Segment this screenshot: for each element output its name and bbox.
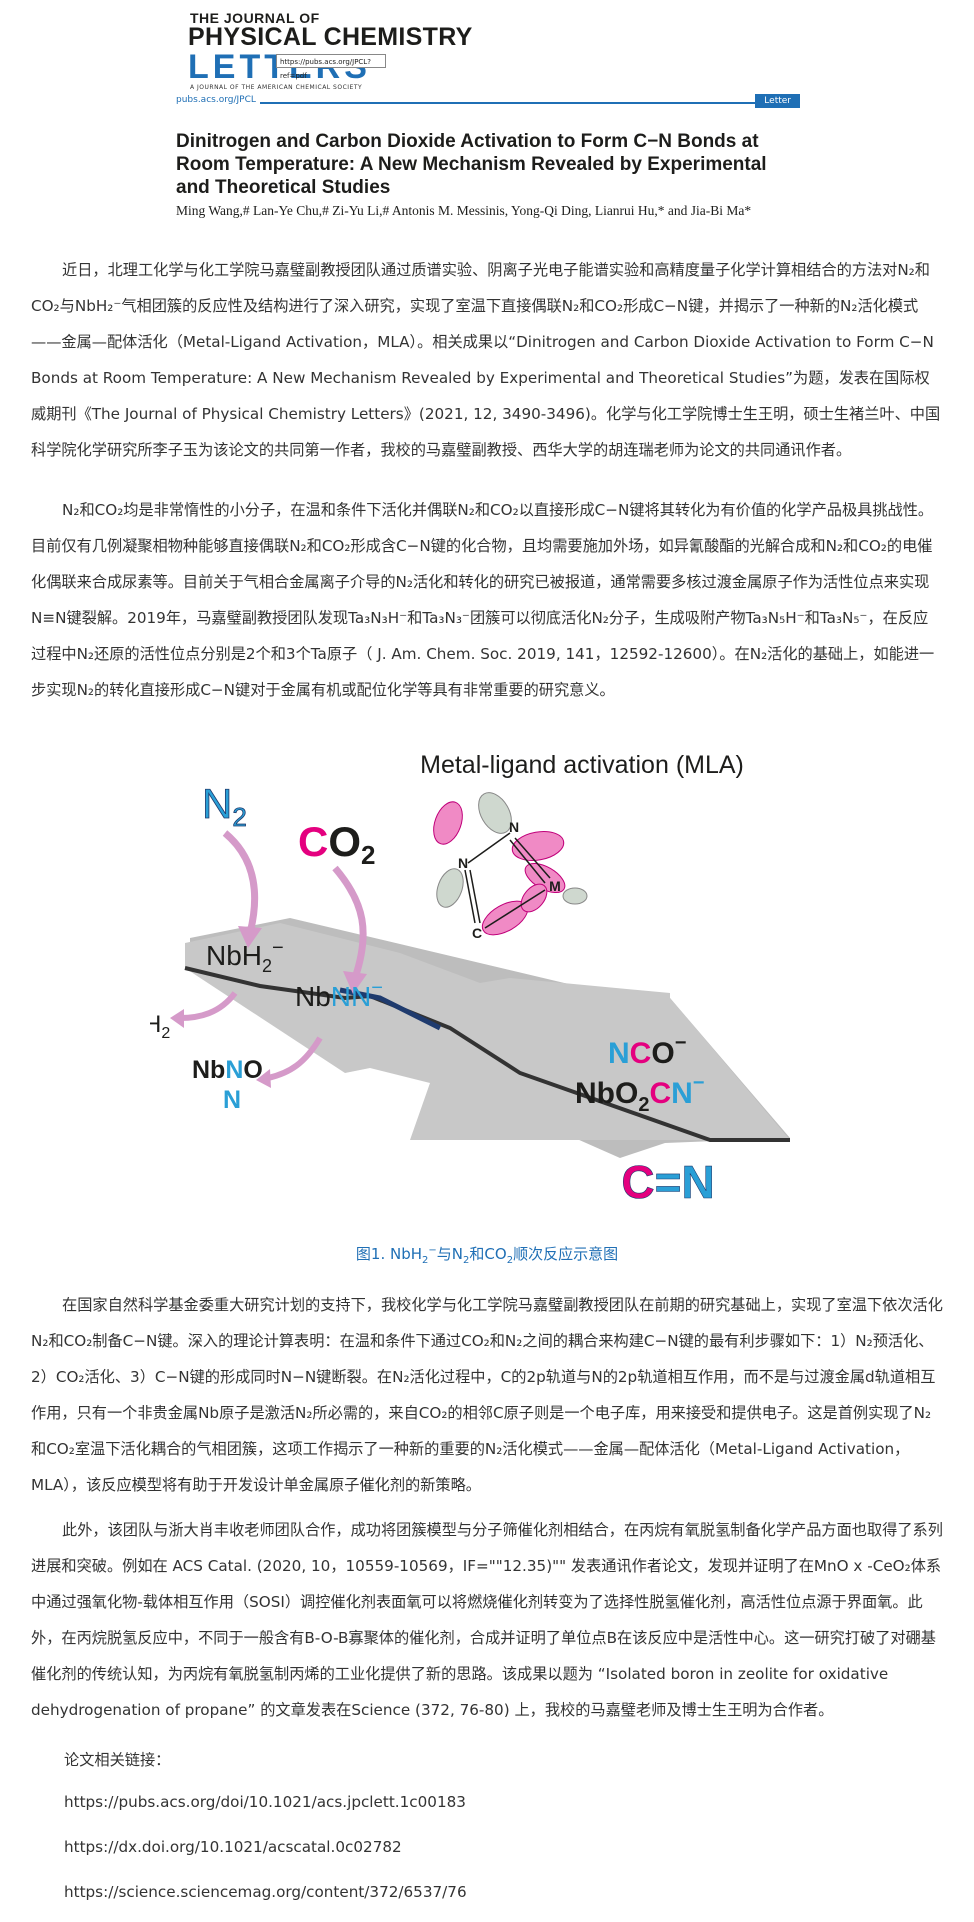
ring-atom-n-top: N xyxy=(509,819,519,835)
journal-uri[interactable]: pubs.acs.org/JPCL xyxy=(176,95,260,105)
paper-title-line: and Theoretical Studies xyxy=(176,177,391,198)
orbital-lobe xyxy=(478,792,512,834)
article-paragraph-2: N₂和CO₂均是非常惰性的小分子，在温和条件下活化并偶联N₂和CO₂以直接形成C… xyxy=(31,501,935,699)
ring-atom-c: C xyxy=(472,925,482,941)
article-paragraph-4: 此外，该团队与浙大肖丰收老师团队合作，成功将团簇模型与分子筛催化剂相结合，在丙烷… xyxy=(31,1521,943,1719)
reaction-arrow-body xyxy=(185,923,790,1140)
link-acscatal[interactable]: https://dx.doi.org/10.1021/acscatal.0c02… xyxy=(64,1838,402,1856)
nbh2-symbol: NbH xyxy=(206,940,262,971)
journal-rule xyxy=(176,102,800,104)
url-tooltip: https://pubs.acs.org/JPCL?ref=pdf xyxy=(276,54,386,80)
paper-title: Dinitrogen and Carbon Dioxide Activation… xyxy=(176,130,800,199)
caption-mid: 与N xyxy=(436,1245,464,1263)
nco-superscript: − xyxy=(675,1032,687,1054)
nbno-arrow-icon xyxy=(267,1036,323,1081)
nco-o: O xyxy=(651,1037,674,1070)
nco-c: C xyxy=(630,1037,652,1070)
label-nbo2cn: NbO2CN− xyxy=(575,1072,704,1116)
caption-sup: − xyxy=(428,1245,437,1256)
n2-subscript: 2 xyxy=(232,802,246,832)
figure-caption: 图1. NbH2−与N2和CO2顺次反应示意图 xyxy=(0,1243,974,1266)
caption-sub: 2 xyxy=(422,1255,429,1266)
co2-arrowhead-icon xyxy=(343,971,367,994)
label-nco: NCO− xyxy=(608,1032,686,1070)
h2-symbol: H xyxy=(150,1011,161,1038)
label-co2: CO2 xyxy=(298,818,375,870)
label-nbnn: NbNN− xyxy=(295,977,383,1012)
article-paragraph-1: 近日，北理工化学与化工学院马嘉璧副教授团队通过质谱实验、阴离子光电子能谱实验和高… xyxy=(31,261,941,459)
label-nbno: NbNO xyxy=(192,1056,263,1084)
h2-subscript: 2 xyxy=(161,1025,170,1042)
orbital-lobe xyxy=(511,830,565,862)
nco-n: N xyxy=(608,1037,630,1070)
mla-ring-diagram: N N M C xyxy=(433,792,588,941)
caption-sub: 2 xyxy=(506,1255,514,1266)
label-nbno-n-below: N xyxy=(223,1086,241,1114)
orbital-lobe xyxy=(433,801,463,845)
nbo2-subscript: 2 xyxy=(638,1094,649,1116)
n2-arrow-icon xyxy=(222,830,259,934)
h2-arrow-icon xyxy=(179,991,238,1021)
co2-carbon: C xyxy=(298,818,328,865)
nbnn-superscript: − xyxy=(371,977,383,999)
h2-arrowhead-icon xyxy=(170,1009,184,1028)
nbo2-symbol: NbO xyxy=(575,1077,638,1110)
paper-title-line: Dinitrogen and Carbon Dioxide Activation… xyxy=(176,131,759,152)
nbnn-nn: NN xyxy=(331,981,371,1012)
link-jpcl[interactable]: https://pubs.acs.org/doi/10.1021/acs.jpc… xyxy=(64,1793,466,1811)
ring-atom-n-left: N xyxy=(458,855,468,871)
label-nbh2: NbH2− xyxy=(206,937,284,976)
co2-oxygen: O xyxy=(328,818,361,865)
caption-and: 和CO xyxy=(469,1245,507,1263)
reaction-scheme-figure: Metal-ligand activation (MLA) N N M C N2 xyxy=(150,751,790,1208)
orbital-lobe xyxy=(436,868,464,908)
article-type-tag: Letter xyxy=(755,94,800,108)
orbital-lobe xyxy=(520,883,548,913)
label-cn: C=N xyxy=(621,1156,714,1208)
ring-atom-m: M xyxy=(549,878,561,894)
mla-title: Metal-ligand activation (MLA) xyxy=(420,751,744,779)
nbno-arrowhead-icon xyxy=(256,1069,271,1088)
link-science[interactable]: https://science.sciencemag.org/content/3… xyxy=(64,1883,467,1901)
nbh2-superscript: − xyxy=(272,937,284,959)
nbo2-nitrogen: N xyxy=(671,1077,693,1110)
orbital-lobe xyxy=(562,887,588,905)
co2-subscript: 2 xyxy=(361,840,375,870)
nbo2-superscript: − xyxy=(693,1072,705,1094)
nbno-n: N xyxy=(225,1056,243,1084)
label-n2: N2 xyxy=(202,780,247,832)
journal-logo-top-line: THE JOURNAL OF xyxy=(190,10,320,26)
caption-prefix: 图1. NbH xyxy=(355,1245,423,1263)
article-paragraph-3: 在国家自然科学基金委重大研究计划的支持下，我校化学与化工学院马嘉璧副教授团队在前… xyxy=(31,1296,943,1494)
paper-title-line: Room Temperature: A New Mechanism Reveal… xyxy=(176,154,767,175)
co2-arrow-icon xyxy=(332,865,367,980)
cn-c: C xyxy=(621,1156,654,1208)
n2-symbol: N xyxy=(202,780,232,827)
paper-authors: Ming Wang,# Lan-Ye Chu,# Zi-Yu Li,# Anto… xyxy=(176,203,752,218)
nbh2-subscript: 2 xyxy=(262,956,272,976)
caption-sub: 2 xyxy=(463,1255,470,1266)
journal-logo-subline: A JOURNAL OF THE AMERICAN CHEMICAL SOCIE… xyxy=(190,84,363,91)
journal-header-image: THE JOURNAL OF PHYSICAL CHEMISTRY LETTER… xyxy=(176,10,800,220)
cn-eq: = xyxy=(655,1156,682,1208)
nbnn-nb: Nb xyxy=(295,981,331,1012)
caption-suffix: 顺次反应示意图 xyxy=(513,1245,619,1263)
n2-arrowhead-icon xyxy=(238,926,262,948)
links-label: 论文相关链接： xyxy=(64,1751,171,1769)
cn-n: N xyxy=(681,1156,714,1208)
nbno-nb: Nb xyxy=(192,1056,225,1084)
nbo2-carbon: C xyxy=(649,1077,671,1110)
nbno-o: O xyxy=(243,1056,262,1084)
journal-logo-name: PHYSICAL CHEMISTRY xyxy=(188,23,473,51)
label-h2: H2 xyxy=(150,1011,170,1042)
